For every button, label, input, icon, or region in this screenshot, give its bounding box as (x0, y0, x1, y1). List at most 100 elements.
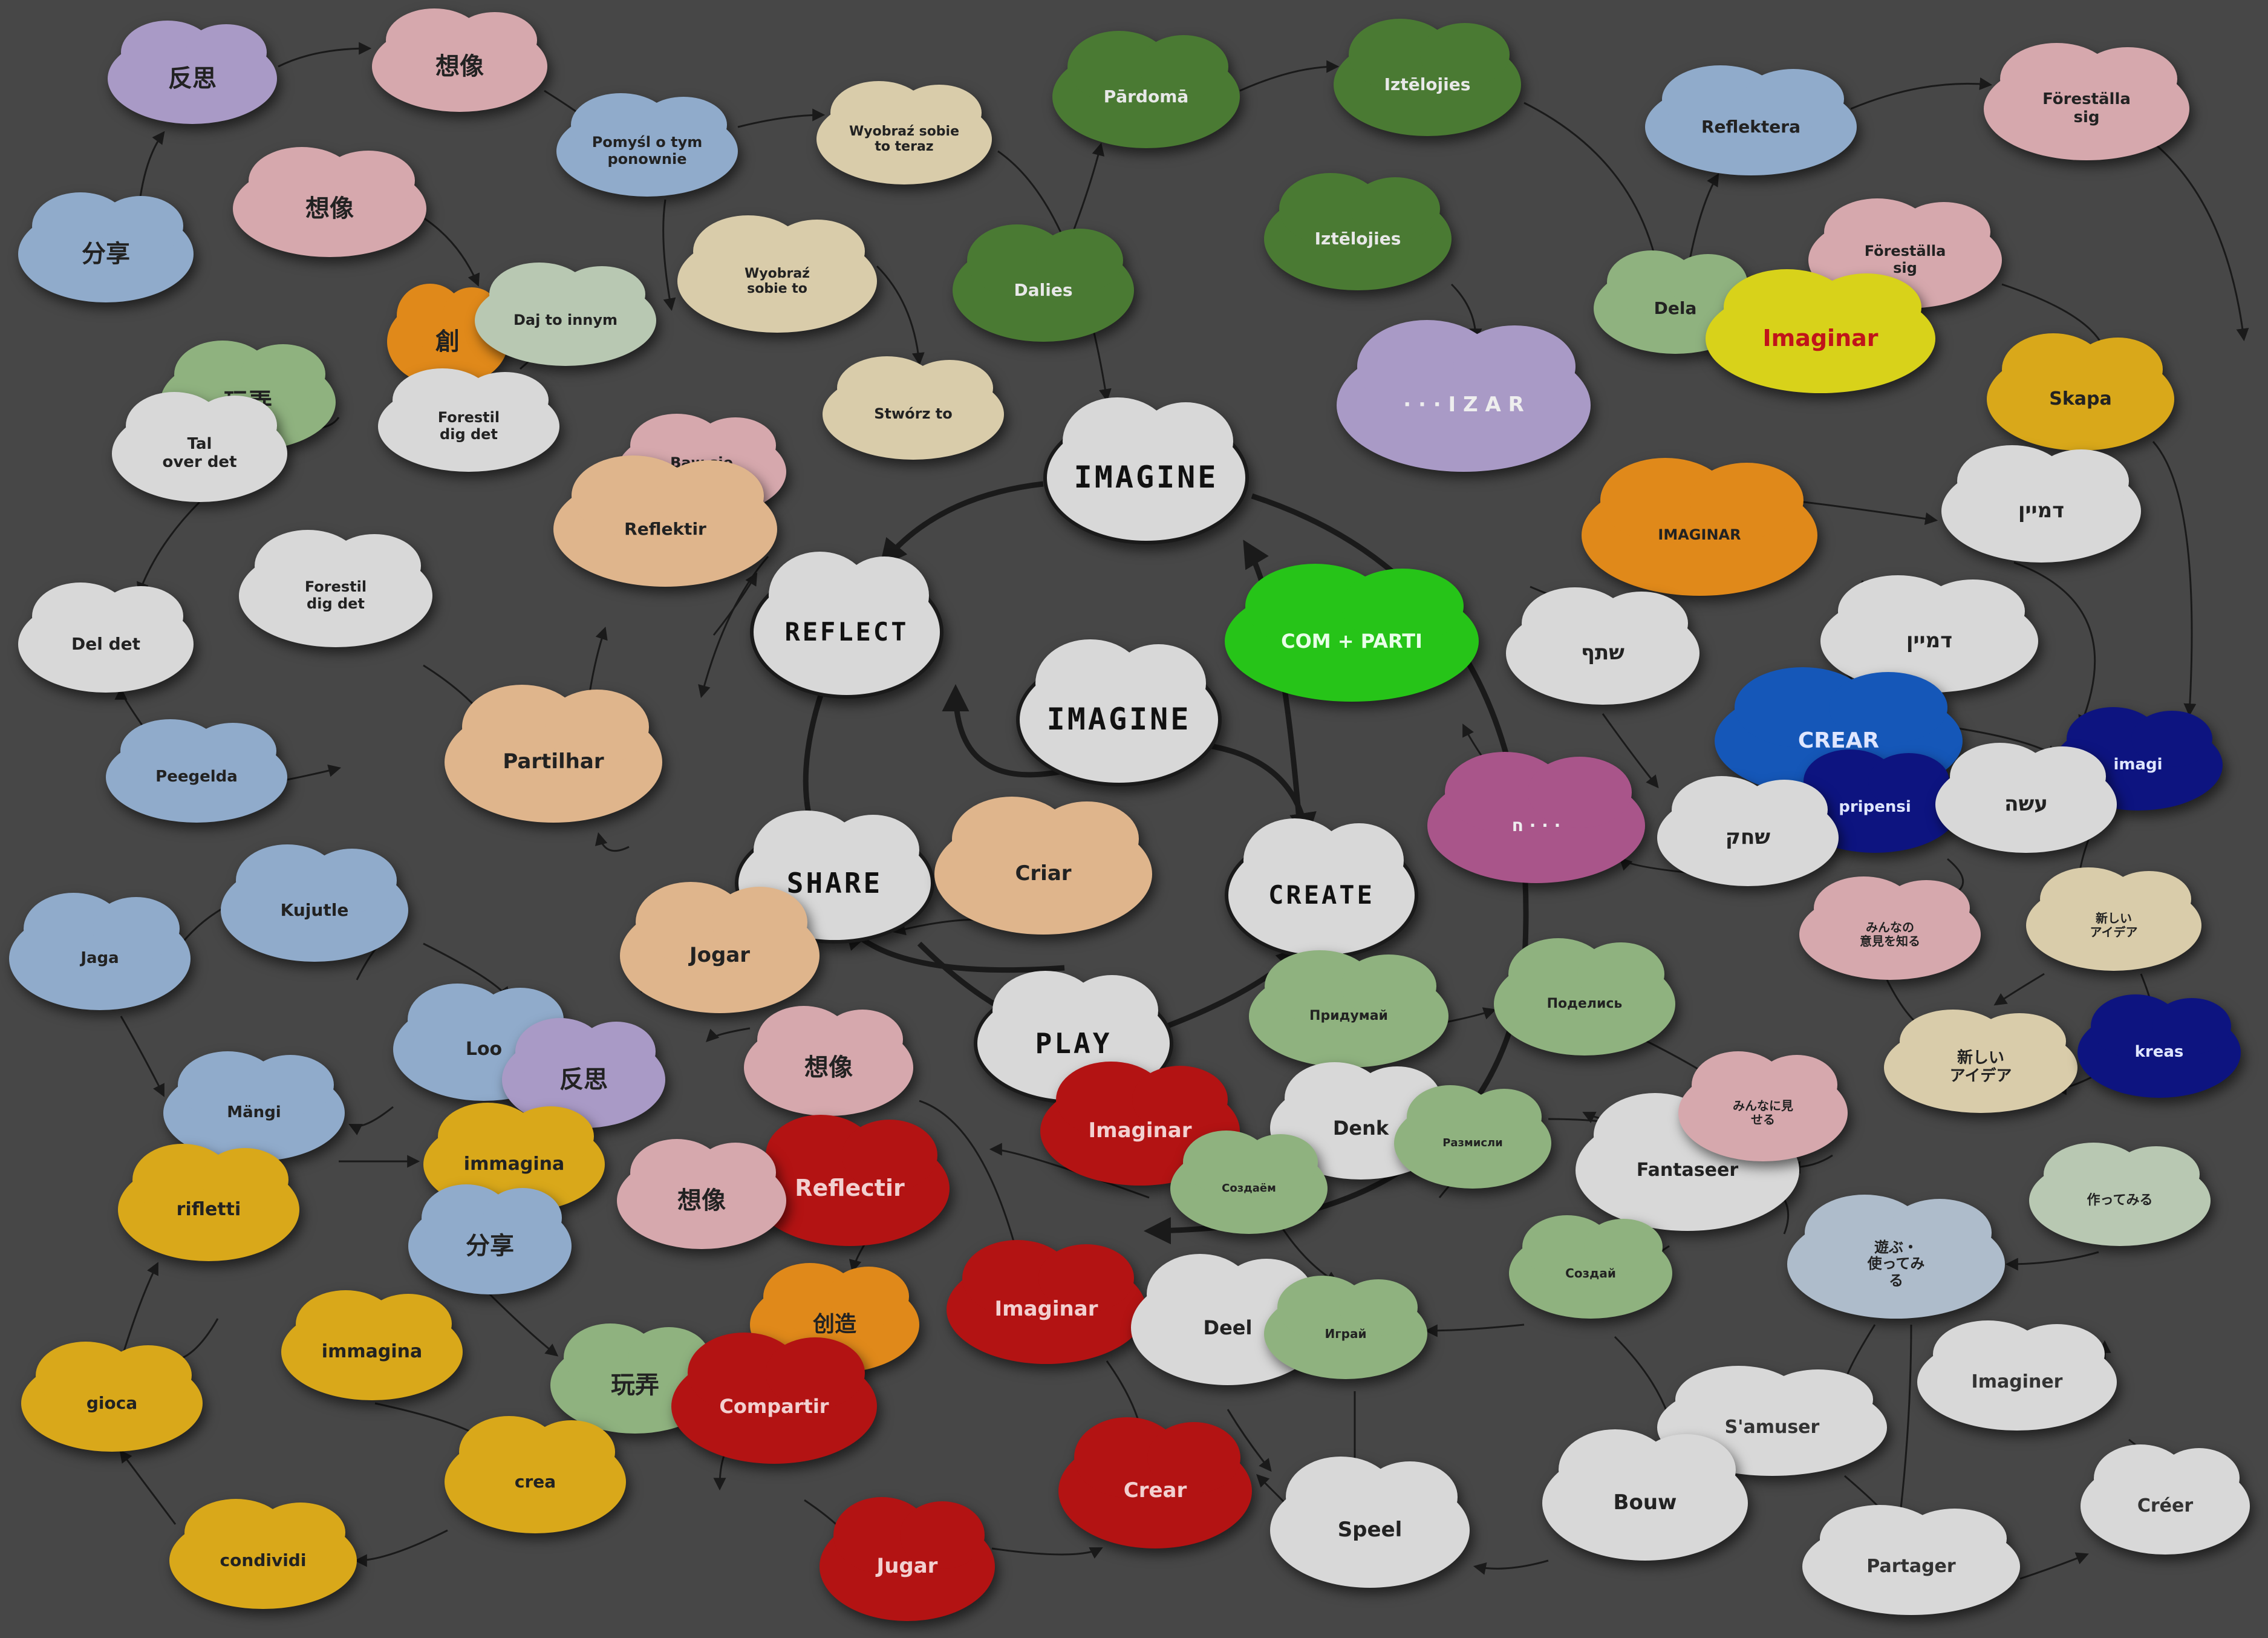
word-cloud: Del det (18, 582, 194, 693)
word-cloud: Imaginar (1706, 269, 1935, 393)
word-cloud: דמיין (1820, 575, 2038, 693)
word-cloud: Imaginar (947, 1239, 1146, 1364)
cycle-arrow (942, 684, 1078, 778)
cycle-arrow (879, 481, 1044, 567)
word-cloud: 作ってみる (2029, 1143, 2211, 1246)
connector-arrow (2019, 1552, 2089, 1580)
word-cloud: kreas (2077, 994, 2241, 1098)
core-cloud-imagine: IMAGINE (1016, 639, 1222, 786)
connector-arrow (348, 1106, 394, 1135)
connector-arrow (1850, 77, 1993, 110)
connector-arrow (698, 556, 769, 699)
word-cloud: Bouw (1542, 1429, 1748, 1561)
word-cloud: 想像 (744, 1005, 913, 1116)
connector-arrow (284, 764, 342, 781)
word-cloud: Играй (1264, 1276, 1427, 1379)
word-cloud: COM + PARTI (1225, 564, 1479, 702)
word-cloud: 想像 (617, 1138, 786, 1249)
connector-arrow (137, 501, 201, 595)
word-cloud: · · · I Z A R (1337, 320, 1591, 472)
connector-arrow (1424, 1323, 1525, 1337)
connector-arrow (1473, 1559, 1549, 1575)
word-cloud: Reflectir (750, 1115, 950, 1246)
word-cloud: שחק (1657, 775, 1839, 886)
word-cloud: condividi (169, 1498, 357, 1609)
connector-arrow (120, 1262, 158, 1362)
connector-arrow (2140, 132, 2249, 342)
cycle-arrow (1197, 741, 1317, 840)
word-cloud: Daj to innym (475, 263, 656, 366)
word-cloud: Föreställa sig (1984, 43, 2189, 160)
word-cloud: Iztēlojies (1334, 19, 1521, 136)
word-cloud: Forestil dig det (239, 530, 432, 647)
word-cloud: 新しい アイデア (2026, 867, 2201, 971)
word-cloud: Kujutle (221, 844, 408, 962)
core-cloud-reflect: REFLECT (750, 551, 943, 699)
word-cloud: Créer (2081, 1444, 2250, 1555)
connector-arrow (483, 1287, 559, 1357)
connector-arrow (119, 1449, 177, 1525)
connector-arrow (354, 1529, 448, 1567)
word-cloud: 分享 (408, 1184, 572, 1294)
core-cloud-imagine: IMAGINE (1043, 397, 1249, 544)
word-cloud: 遊ぶ・ 使ってみ る (1787, 1194, 2005, 1319)
connector-arrow (989, 1143, 1150, 1199)
word-cloud: rifletti (118, 1144, 299, 1261)
word-cloud: Pārdomā (1052, 31, 1240, 148)
connector-arrow (595, 832, 630, 852)
word-cloud: Partager (1802, 1504, 2020, 1615)
connector-arrow (737, 108, 826, 128)
word-cloud: Придумай (1249, 950, 1448, 1068)
word-cloud: Criar (934, 797, 1152, 935)
word-cloud: gioca (21, 1341, 203, 1452)
word-cloud: Поделись (1494, 938, 1675, 1056)
word-cloud: דמיין (1941, 445, 2141, 563)
core-cloud-create: CREATE (1225, 818, 1418, 959)
word-cloud: Stwórz to (823, 356, 1004, 460)
connector-arrow (1445, 1007, 1496, 1023)
word-cloud: 反思 (108, 21, 277, 124)
word-cloud: Reflektera (1645, 65, 1857, 175)
word-cloud: Forestil dig det (378, 368, 559, 472)
word-cloud: みんなに見 せる (1678, 1051, 1848, 1161)
core-cloud-share: SHARE (735, 810, 934, 944)
word-cloud: Speel (1270, 1457, 1470, 1588)
word-cloud: Imaginer (1917, 1320, 2117, 1431)
connector-arrow (2013, 561, 2096, 728)
word-cloud: 想像 (233, 146, 426, 257)
word-cloud: Iztēlojies (1264, 173, 1452, 290)
word-cloud: Tal over det (112, 391, 287, 502)
connector-arrow (712, 572, 758, 636)
connector-arrow (278, 42, 372, 68)
connector-arrow (1239, 60, 1340, 92)
word-cloud: Wyobraź sobie to (677, 215, 877, 333)
word-cloud: みんなの 意見を知る (1799, 876, 1981, 980)
connector-arrow (2005, 1251, 2099, 1271)
connector-arrow (1894, 1324, 1912, 1527)
word-cloud: 想像 (372, 8, 547, 112)
word-cloud: ח · · · (1427, 752, 1645, 883)
word-cloud: שתף (1506, 587, 1699, 705)
connector-arrow (1227, 1409, 1272, 1472)
word-cloud: Reflektir (553, 455, 777, 587)
word-cloud: S'amuser (1657, 1365, 1887, 1476)
connector-arrow (1993, 973, 2045, 1006)
word-cloud: crea (445, 1416, 626, 1533)
word-cloud: Размисли (1394, 1085, 1551, 1189)
connector-arrow (423, 217, 480, 287)
connector-arrow (138, 131, 165, 206)
word-cloud: Создаём (1170, 1131, 1328, 1234)
connector-arrow (706, 1027, 751, 1042)
word-cloud: Создай (1509, 1215, 1672, 1319)
word-cloud: Jaga (9, 893, 191, 1010)
word-cloud: immagina (281, 1290, 463, 1400)
connector-arrow (876, 265, 925, 366)
word-cloud: Dalies (953, 224, 1134, 342)
word-cloud: Compartir (671, 1333, 877, 1464)
word-cloud: 分享 (18, 192, 194, 302)
word-cloud: Partilhar (445, 685, 662, 823)
word-cloud: Crear (1058, 1417, 1252, 1548)
connector-arrow (1523, 102, 1661, 269)
